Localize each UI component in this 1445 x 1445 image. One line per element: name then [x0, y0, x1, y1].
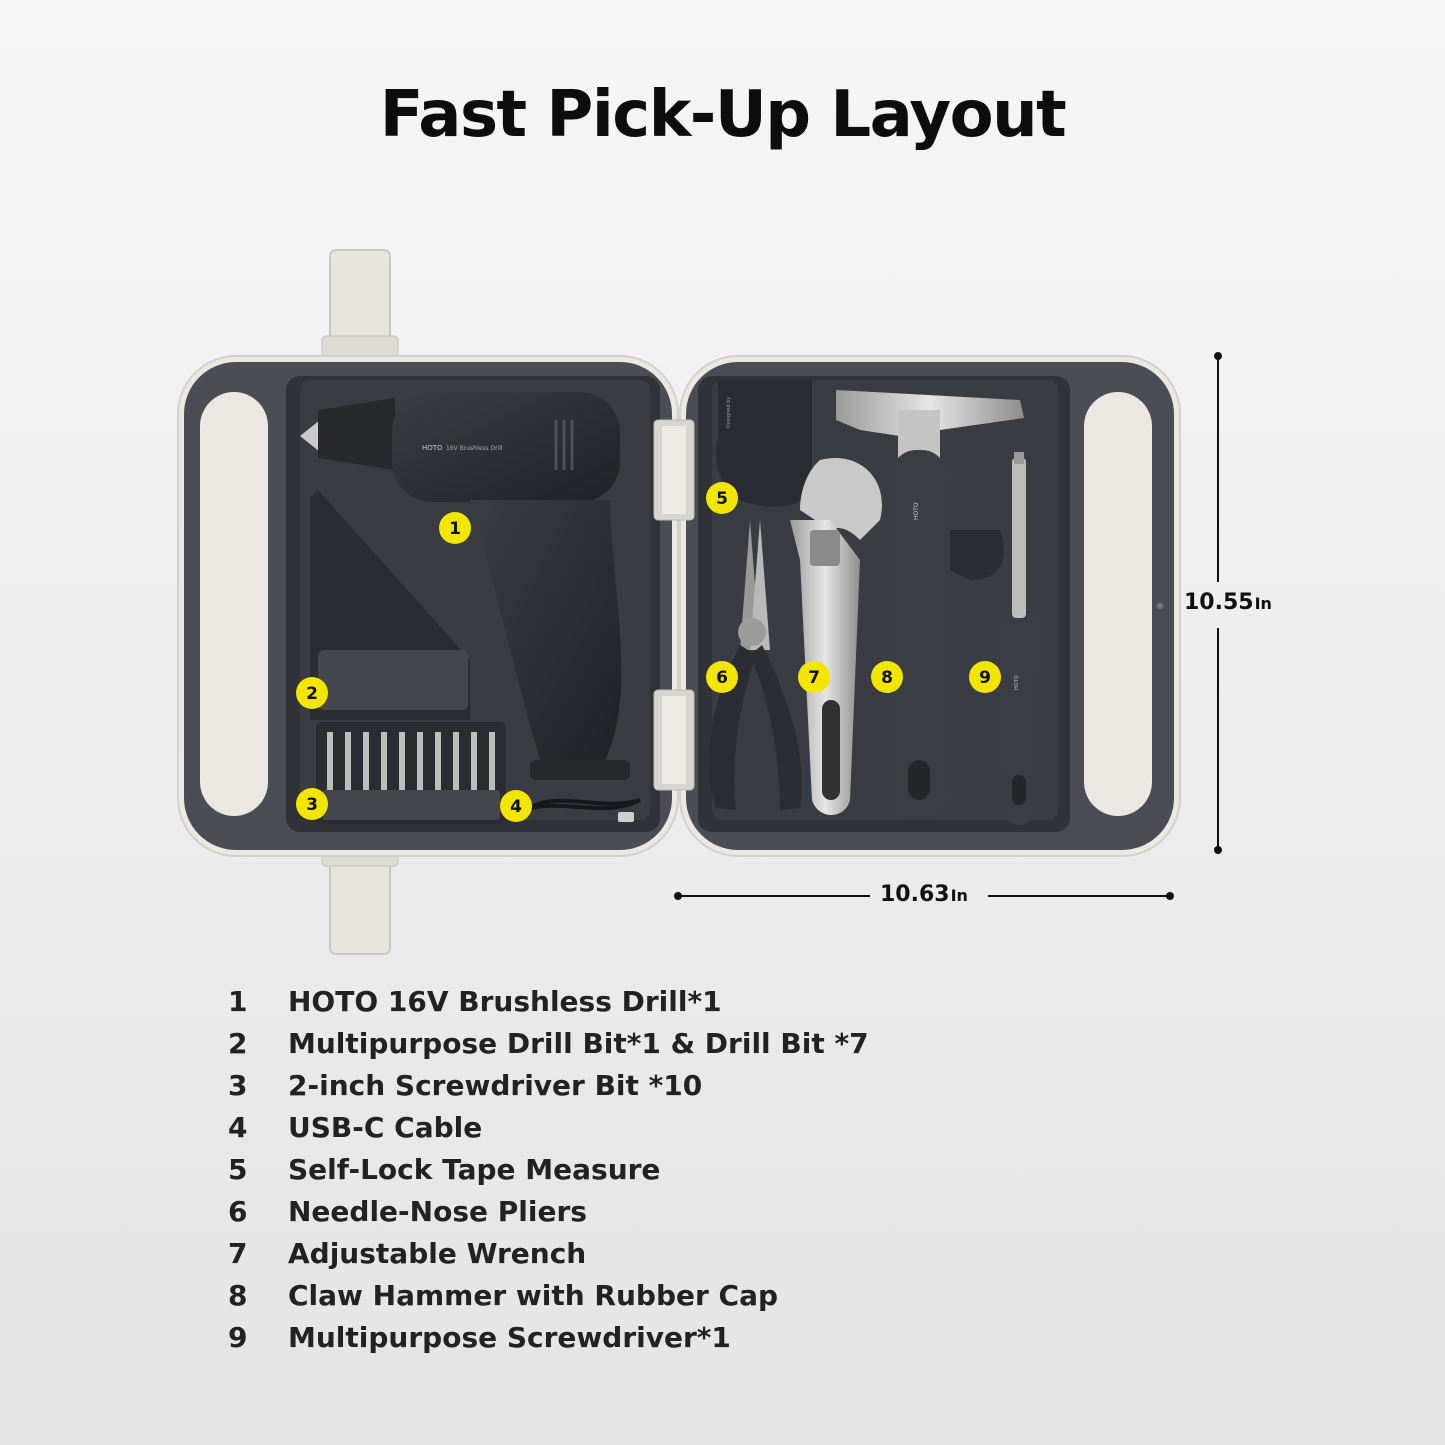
callout-number: 7: [808, 668, 820, 688]
callout-marker: [969, 661, 1001, 693]
tape-measure: Designed by: [716, 380, 812, 507]
drill-bit-set: [310, 490, 470, 720]
usb-c-cable: [519, 798, 641, 822]
callout-marker: [706, 661, 738, 693]
multipurpose-screwdriver: HOTO: [998, 452, 1040, 825]
tape-designed-by: Designed by: [726, 397, 732, 428]
callout-marker: [871, 661, 903, 693]
needle-nose-pliers: [708, 520, 802, 810]
callout-number: 9: [979, 668, 991, 688]
brushless-drill: HOTO 16V Brushless Drill: [300, 392, 630, 780]
callout-number: 6: [716, 668, 728, 688]
top-latch[interactable]: [321, 249, 399, 371]
hinges: [653, 419, 695, 791]
callout-marker: [296, 677, 328, 709]
callout-number: 3: [306, 795, 318, 815]
callout-marker: [439, 512, 471, 544]
hammer-brand-text: HOTO: [913, 502, 920, 520]
callout-marker: [798, 661, 830, 693]
callout-number: 4: [510, 797, 522, 817]
callout-marker: [706, 482, 738, 514]
height-dimension-line: [1214, 352, 1222, 854]
height-dimension-label: 10.55In: [1184, 590, 1272, 615]
tool-holder-pad: [950, 530, 1004, 580]
callout-marker: [296, 788, 328, 820]
page-title: Fast Pick-Up Layout: [379, 78, 1067, 152]
callout-number: 1: [449, 519, 461, 539]
width-dimension-line: [674, 892, 1174, 900]
drill-model-text: 16V Brushless Drill: [446, 445, 503, 452]
callout-number: 2: [306, 684, 318, 704]
screwdriver-brand-text: HOTO: [1014, 675, 1020, 690]
callout-marker: [500, 790, 532, 822]
width-dimension-label: 10.63In: [880, 882, 968, 907]
left-handle-hole: [200, 392, 268, 816]
right-handle-hole: [1084, 392, 1152, 816]
callout-number: 8: [881, 668, 893, 688]
screwdriver-bit-set: [316, 722, 506, 824]
callout-markers: 1 2 3 4 5 6 7 8 9: [296, 482, 1001, 822]
drill-brand-text: HOTO: [422, 444, 443, 452]
claw-hammer: HOTO: [836, 390, 1024, 820]
callout-number: 5: [716, 489, 728, 509]
